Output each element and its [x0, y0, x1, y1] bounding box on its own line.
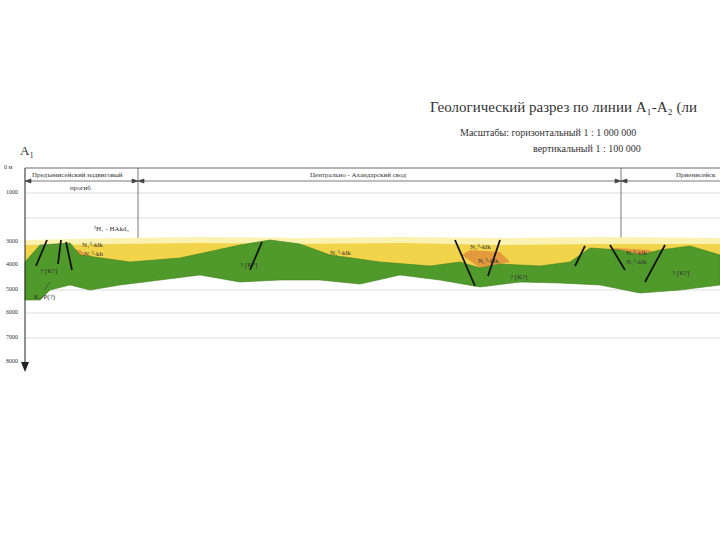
depth-value: 5000: [6, 286, 18, 292]
fault-lines: [36, 240, 665, 286]
basement-green: [25, 240, 720, 300]
depth-value: 3000: [6, 238, 18, 244]
region-arrows: [25, 179, 720, 183]
region-name: Приенисейск: [676, 172, 715, 179]
region-name: Предъенисейский надвиговый: [32, 172, 123, 179]
region-name: прогиб: [70, 185, 91, 192]
region-divider: [621, 168, 622, 240]
strata-index: ? [К?]: [672, 270, 689, 277]
strata-index: N₁³-klk: [478, 258, 499, 265]
depth-grid: [25, 193, 720, 338]
scale-note: Масштабы: горизонтальный 1 : 1 000 000: [460, 128, 636, 138]
strata-index: N₁²-kh: [84, 251, 103, 258]
scale-note: вертикальный 1 : 100 000: [533, 144, 641, 154]
strata-index: ? [К?]: [40, 268, 57, 275]
strata-index: N₁³-klk: [330, 250, 351, 257]
strata-index: N₁³-klk: [626, 250, 647, 257]
strata-index: ? [К?]: [510, 274, 527, 281]
section-end-label: А₁: [20, 144, 34, 157]
leader-line: [44, 282, 50, 290]
strata-index: N₁³-klk: [470, 244, 491, 251]
strata-index: ²H₁ - НАkd₃: [94, 226, 129, 233]
region-divider: [138, 168, 139, 240]
depth-axis: [25, 168, 26, 366]
strata-index: N₁³-klk: [626, 259, 647, 266]
strata-index: К₂-Р(?): [34, 294, 55, 301]
top-border: [25, 168, 720, 169]
depth-value: 1000: [6, 189, 18, 195]
diagram-title: Геологический разрез по линии А₁-А₂ (ли: [430, 100, 697, 115]
strata-index: ? [К?]: [240, 262, 257, 269]
axis-arrow: [21, 362, 29, 372]
depth-value: 6000: [6, 309, 18, 315]
depth-value: 7000: [6, 334, 18, 340]
region-name: Центрально - Ахандарский свод: [310, 172, 406, 179]
strata-index: N₁³-klk: [82, 242, 103, 249]
depth-value: 0 м: [4, 164, 12, 170]
depth-value: 8000: [6, 358, 18, 364]
depth-value: 4000: [6, 261, 18, 267]
